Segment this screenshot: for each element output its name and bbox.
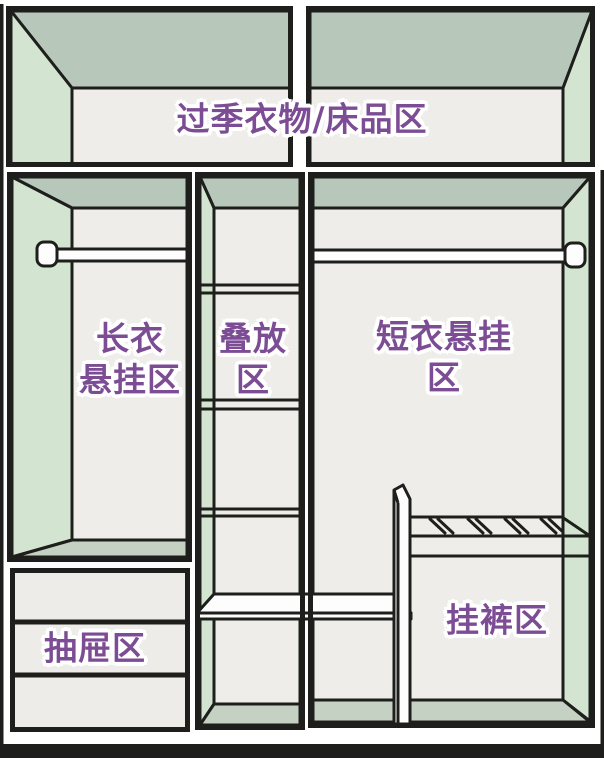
short-hang-rod (311, 248, 568, 264)
back-panels (70, 86, 565, 706)
top-right-frame (306, 6, 595, 167)
long-hang-wall (10, 175, 74, 559)
folding-floor (198, 702, 302, 727)
outer-edges (0, 4, 604, 758)
drawer-frame (10, 568, 190, 732)
drawer-back (15, 573, 185, 727)
pants-rack-slat (466, 517, 485, 535)
pants-rack-slat (428, 517, 447, 535)
pants-rack-slat (503, 517, 522, 535)
folding-frame (195, 172, 305, 730)
short-hang-back (311, 206, 565, 702)
folding-wall (198, 175, 216, 727)
pants-rack-perspective-edge (560, 515, 592, 538)
interior-lines (12, 283, 301, 678)
pants-rack-slat (539, 517, 558, 535)
top-right-back (308, 86, 565, 166)
short-hang-frame (308, 172, 595, 728)
short-hang-ceiling (311, 175, 592, 210)
divider-plank-edge (392, 489, 400, 504)
folding-ceiling (198, 175, 302, 210)
outer-left-edge (0, 4, 4, 758)
pants-rack-slat (436, 517, 455, 535)
top-left-back (70, 86, 292, 166)
top-right-ceiling (308, 9, 594, 90)
long-hang-frame (7, 172, 192, 562)
pants-rack-slat (511, 517, 530, 535)
pants-rack-slat (547, 517, 564, 533)
long-hang-rod (44, 247, 189, 263)
outer-bottom-bar (0, 744, 604, 758)
folding-back (212, 206, 302, 706)
short-hang-floor (311, 698, 592, 724)
short-hang-rod-cap (563, 241, 587, 269)
divider-plank (392, 483, 412, 726)
compartment-frames (6, 6, 595, 732)
pants-rack (408, 515, 592, 558)
outer-right-edge (600, 170, 604, 758)
long-hang-rod-cap (35, 240, 59, 268)
pants-rack-slat (474, 517, 493, 535)
top-left-frame (6, 6, 293, 167)
